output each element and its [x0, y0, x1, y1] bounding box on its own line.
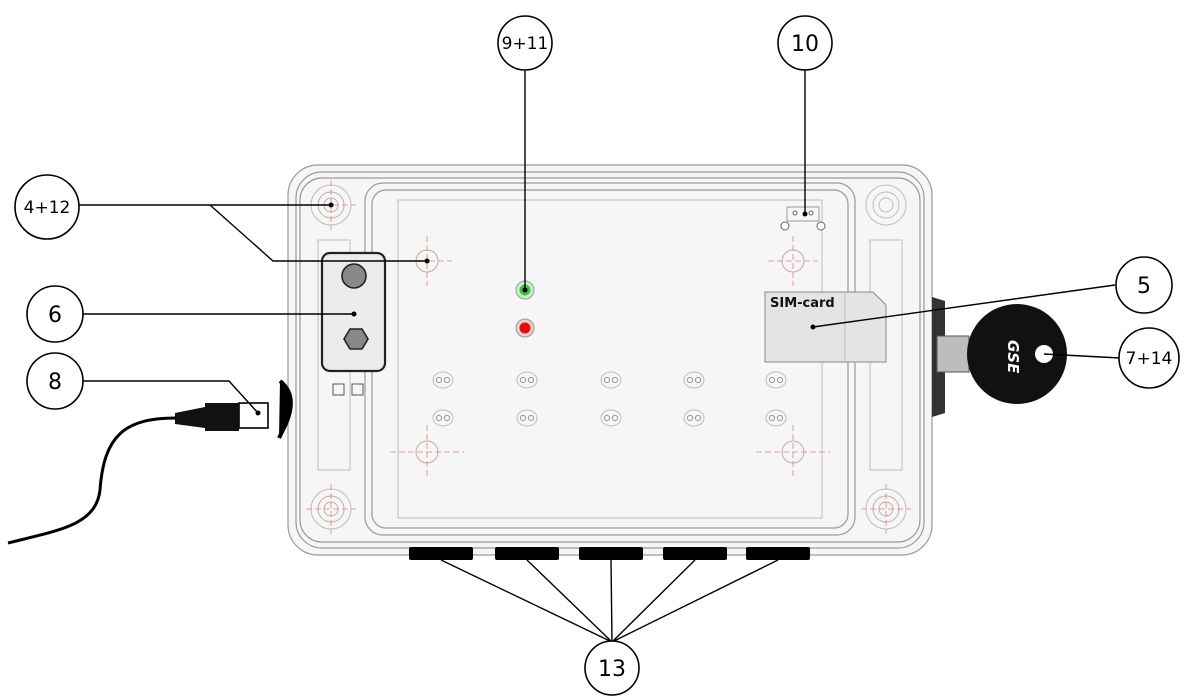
callout-10-text: 10 [791, 32, 819, 57]
terminal-pad [600, 409, 622, 427]
callout-5-text: 5 [1137, 274, 1151, 299]
callout-7-14: 7+14 [1118, 327, 1180, 389]
terminal-pad [432, 371, 454, 389]
callout-6: 6 [26, 285, 84, 343]
callout-8-text: 8 [48, 370, 62, 395]
leader-lines [79, 69, 1121, 643]
enclosure [287, 164, 933, 556]
callout-9-11-text: 9+11 [502, 34, 549, 54]
power-cable [7, 379, 293, 545]
terminal-pad [516, 409, 538, 427]
terminal-pad [432, 409, 454, 427]
callout-13: 13 [584, 640, 640, 696]
antenna-connector [780, 206, 826, 231]
terminal-pad [600, 371, 622, 389]
callout-4-12-text: 4+12 [24, 198, 71, 218]
callout-5: 5 [1115, 256, 1173, 314]
callout-7-14-text: 7+14 [1126, 349, 1173, 369]
screw-bottom-right [861, 484, 911, 534]
terminal-pad [765, 409, 787, 427]
callout-8: 8 [26, 352, 84, 410]
callout-4-12: 4+12 [14, 174, 80, 240]
key-socket: GSE [932, 297, 1067, 417]
terminal-pad [683, 409, 705, 427]
callout-10: 10 [777, 15, 833, 71]
cable-glands [409, 547, 810, 560]
sim-card-label: SIM-card [770, 296, 835, 311]
terminal-pad [516, 371, 538, 389]
terminal-pads [432, 371, 787, 427]
terminal-pad [765, 371, 787, 389]
terminal-pad [683, 371, 705, 389]
red-led [519, 322, 531, 334]
sim-card: SIM-card [764, 291, 887, 363]
key-logo: GSE [1004, 340, 1022, 374]
callout-9-11: 9+11 [497, 15, 553, 71]
callout-13-text: 13 [598, 657, 626, 682]
gse-key-fob [967, 304, 1067, 404]
screw-bottom-left [306, 484, 356, 534]
callout-6-text: 6 [48, 303, 62, 328]
screw-top-right [865, 184, 907, 226]
